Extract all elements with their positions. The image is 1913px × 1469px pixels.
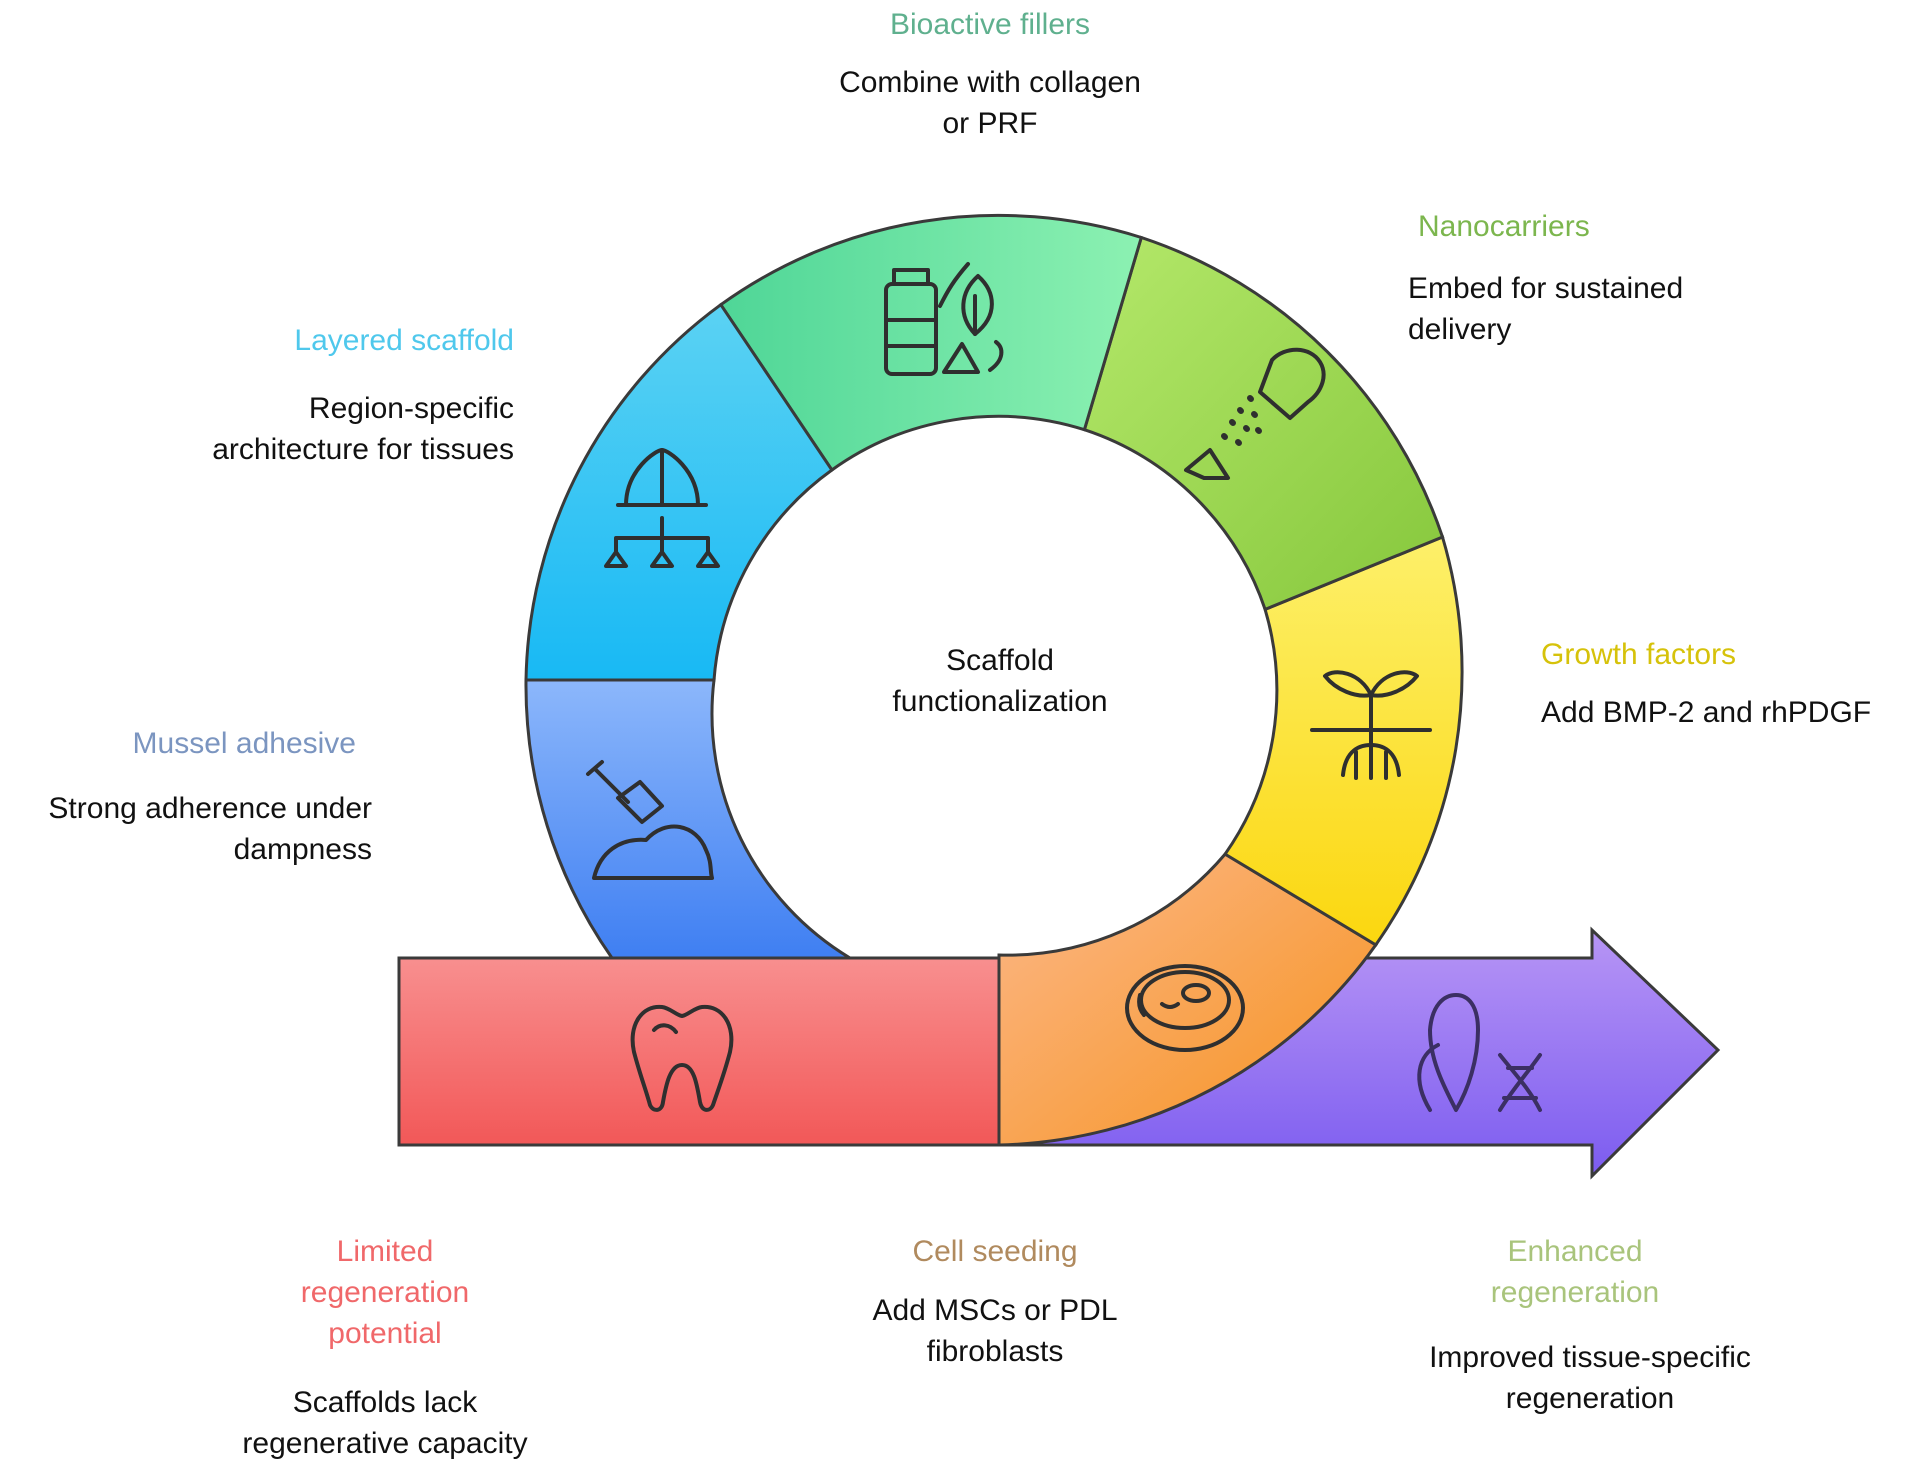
layered-scaffold-title: Layered scaffold	[294, 324, 514, 357]
shovel-mound-icon	[586, 760, 714, 880]
tooth-icon	[630, 1004, 734, 1112]
ring-segment-nanocarriers	[1082, 235, 1445, 612]
cell-seeding-title: Cell seeding	[912, 1235, 1078, 1268]
layered-scaffold-description: Region-specific architecture for tissues	[212, 392, 514, 466]
growth-factors-title: Growth factors	[1541, 638, 1737, 671]
sprout-roots-icon	[1310, 670, 1432, 780]
nanocarriers-description: Embed for sustained delivery	[1408, 272, 1684, 346]
ring-segment-layered-scaffold	[524, 302, 834, 682]
tooth-leaf-dna-icon	[1417, 993, 1542, 1112]
hierarchy-tree-icon	[604, 448, 720, 568]
ring-segment-mussel-adhesive	[524, 678, 856, 960]
enhanced-regeneration-description: Improved tissue-specific regeneration	[1429, 1341, 1751, 1415]
limited-regeneration-bar	[397, 956, 1001, 1147]
pill-bottle-leaf-icon	[884, 262, 1004, 376]
growth-factors-description: Add BMP-2 and rhPDGF	[1541, 696, 1872, 729]
cell-seeding-description: Add MSCs or PDL fibroblasts	[872, 1294, 1118, 1368]
petri-dish-icon	[1125, 964, 1245, 1052]
mussel-adhesive-description: Strong adherence under dampness	[48, 792, 372, 866]
ring-segment-growth-factors	[1222, 534, 1464, 947]
enhanced-regeneration-title: Enhanced regeneration	[1490, 1235, 1660, 1309]
mussel-adhesive-title: Mussel adhesive	[132, 727, 356, 760]
limited-regeneration-title: Limited regeneration potential	[300, 1235, 470, 1350]
bioactive-fillers-title: Bioactive fillers	[889, 8, 1091, 41]
capsule-dispersing-icon	[1184, 347, 1326, 480]
bioactive-fillers-description: Combine with collagen or PRF	[839, 66, 1141, 140]
center-label: Scaffold functionalization	[892, 644, 1108, 718]
ring-segment-bioactive-fillers	[718, 213, 1144, 473]
limited-regeneration-description: Scaffolds lack regenerative capacity	[242, 1386, 528, 1460]
nanocarriers-title: Nanocarriers	[1418, 210, 1590, 243]
